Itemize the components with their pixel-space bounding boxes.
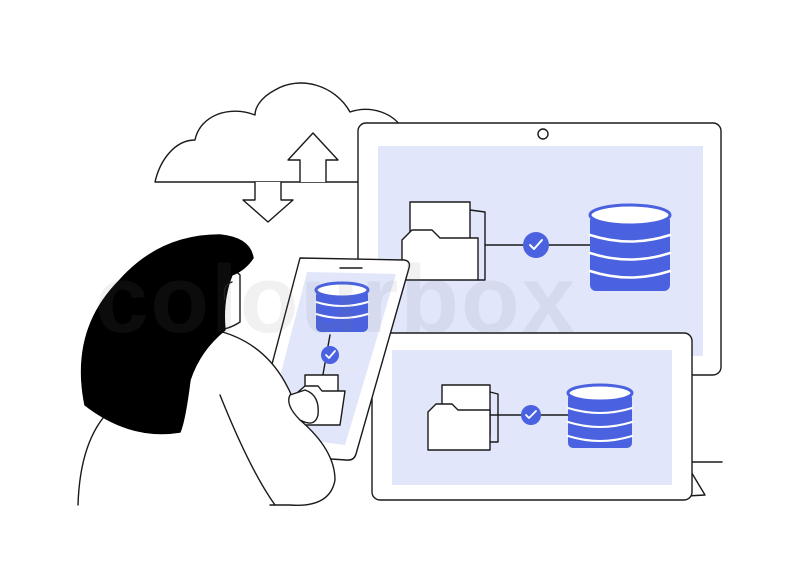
folder-icon [427,384,499,451]
check-icon [321,346,339,364]
folder-icon [401,201,486,281]
check-icon [523,232,549,258]
camera-icon [537,128,549,140]
database-icon [314,281,370,332]
person [77,234,336,506]
database-icon [566,383,634,448]
database-icon [588,203,672,291]
monitor [357,122,722,376]
tablet [371,332,723,501]
hair [80,234,254,435]
